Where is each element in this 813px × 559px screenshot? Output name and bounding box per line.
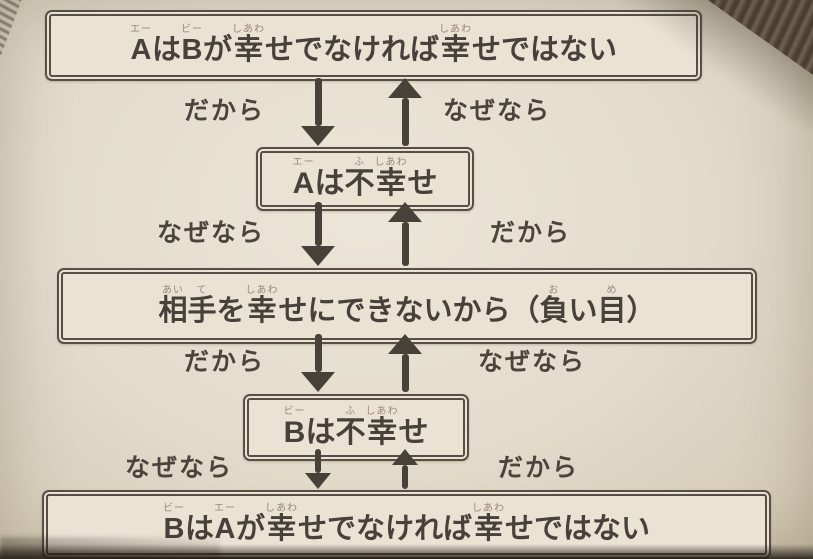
photo-corner-wisp — [0, 0, 24, 74]
therefore-label: だから — [498, 454, 580, 483]
arrow-row-1: だから なぜなら — [0, 78, 813, 146]
because-label: なぜなら — [478, 348, 587, 377]
up-arrow-icon — [386, 449, 424, 489]
arrow-row-2: なぜなら だから — [0, 202, 813, 266]
down-arrow-icon — [299, 334, 337, 392]
down-arrow-icon — [299, 202, 337, 266]
up-arrow-icon — [386, 334, 424, 392]
photo-bottom-shadow-left — [0, 537, 220, 559]
up-arrow-icon — [386, 202, 424, 266]
therefore-label: だから — [183, 97, 265, 126]
down-arrow-icon — [299, 78, 337, 146]
therefore-label: だから — [183, 348, 265, 377]
because-label: なぜなら — [124, 454, 233, 483]
because-label: なぜなら — [156, 219, 265, 248]
up-arrow-icon — [386, 78, 424, 146]
arrow-row-3: だから なぜなら — [0, 334, 813, 392]
statement-box-reason-guilt: あい相て手 をしあわ幸 せにできないから（お負 いめ目 ） — [57, 268, 757, 344]
because-label: なぜなら — [443, 97, 552, 126]
therefore-label: だから — [490, 219, 572, 248]
down-arrow-icon — [299, 449, 337, 489]
arrow-row-4: なぜなら だから — [0, 449, 813, 489]
